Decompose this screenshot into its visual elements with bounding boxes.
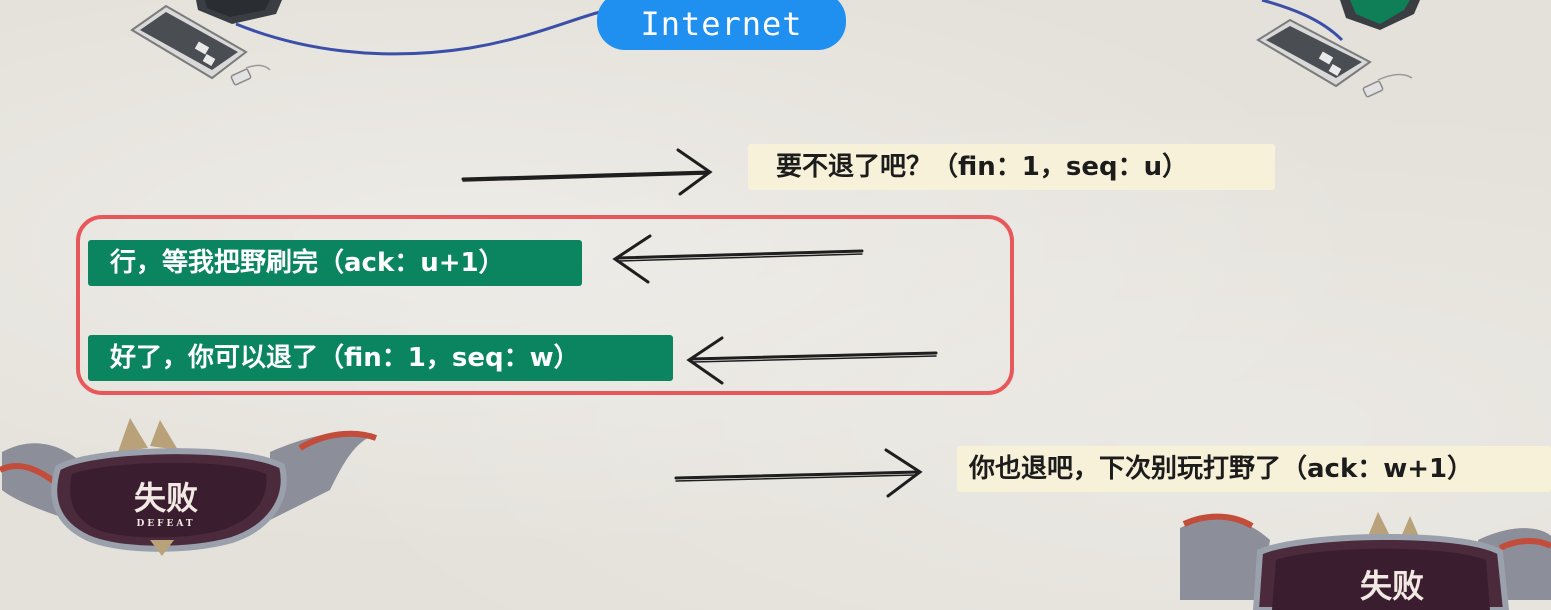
message-client-fin: 要不退了吧？（fin：1，seq：u） — [748, 144, 1275, 190]
arrow-right-2 — [674, 448, 923, 498]
defeat-badge-left — [0, 418, 378, 556]
message-server-fin: 好了，你可以退了（fin：1，seq：w） — [88, 335, 673, 381]
arrow-right-1 — [461, 148, 713, 196]
arrow-left-2 — [686, 336, 938, 385]
right-cable — [1261, 0, 1344, 42]
internet-label: Internet — [597, 0, 846, 50]
left-computer-icon — [130, 0, 282, 86]
defeat-badge-right — [1180, 512, 1551, 610]
defeat-badge-right-title: 失败 — [1359, 567, 1424, 605]
message-client-ack: 你也退吧，下次别玩打野了（ack：w+1） — [957, 446, 1551, 492]
defeat-badge-left-title: 失败 — [133, 479, 198, 517]
left-cable — [235, 10, 601, 56]
right-computer-icon — [1256, 0, 1420, 98]
message-server-ack: 行，等我把野刷完（ack：u+1） — [88, 240, 582, 286]
arrow-left-1 — [612, 234, 864, 284]
server-response-highlight — [76, 215, 1014, 395]
defeat-badge-left-subtitle: DEFEAT — [136, 519, 196, 529]
